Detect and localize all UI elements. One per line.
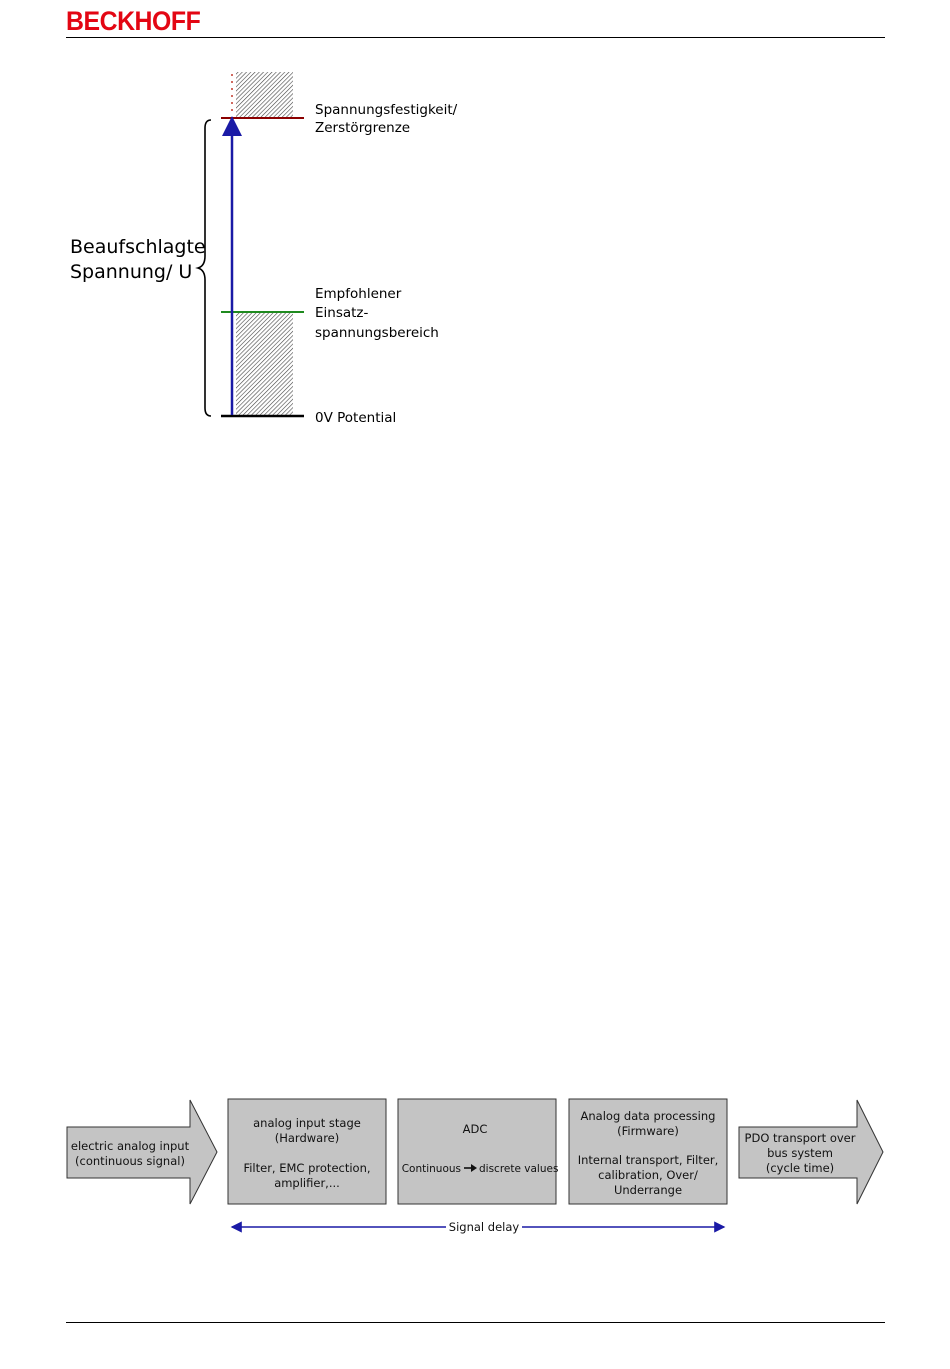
voltage-diagram: Beaufschlagte Spannung/ U Spannungsfesti… bbox=[70, 72, 458, 426]
stage1-line1: analog input stage bbox=[253, 1116, 361, 1130]
analog-input-stage-box bbox=[227, 1098, 387, 1205]
pdo-transport-arrow bbox=[738, 1099, 884, 1205]
stage1-line4: amplifier,... bbox=[274, 1176, 340, 1190]
withstand-label-line1: Spannungsfestigkeit/ bbox=[315, 102, 458, 118]
beckhoff-logo: BECKHOFF bbox=[66, 6, 201, 36]
stage3-line1: Analog data processing bbox=[581, 1109, 716, 1123]
input-line1: electric analog input bbox=[71, 1139, 190, 1153]
recommended-label-line2: Einsatz- bbox=[315, 305, 369, 321]
recommended-label-line1: Empfohlener bbox=[315, 286, 402, 302]
stage3-line2: (Firmware) bbox=[617, 1124, 679, 1138]
destruction-zone-hatch bbox=[236, 72, 293, 118]
zero-label: 0V Potential bbox=[315, 410, 396, 426]
stage3-line3: Internal transport, Filter, bbox=[578, 1153, 719, 1167]
adc-title: ADC bbox=[463, 1122, 488, 1136]
output-line3: (cycle time) bbox=[766, 1161, 834, 1175]
adc-to: discrete values bbox=[479, 1163, 558, 1175]
axis-label-line1: Beaufschlagte bbox=[70, 236, 206, 258]
adc-arrow-head-icon bbox=[471, 1164, 477, 1172]
voltage-brace bbox=[195, 119, 212, 417]
analog-data-processing-box bbox=[568, 1098, 728, 1205]
output-line1: PDO transport over bbox=[745, 1131, 856, 1145]
stage3-line4: calibration, Over/ bbox=[598, 1168, 698, 1182]
stage1-line2: (Hardware) bbox=[275, 1131, 340, 1145]
output-line2: bus system bbox=[767, 1146, 833, 1160]
input-signal-arrow bbox=[66, 1099, 218, 1205]
recommended-label-line3: spannungsbereich bbox=[315, 325, 439, 341]
signal-delay-label: Signal delay bbox=[449, 1220, 520, 1234]
recommended-zone-hatch bbox=[236, 312, 293, 416]
footer-rule bbox=[66, 1322, 885, 1323]
input-line2: (continuous signal) bbox=[75, 1154, 185, 1168]
withstand-label-line2: Zerstörgrenze bbox=[315, 120, 410, 136]
stage3-line5: Underrange bbox=[614, 1183, 682, 1197]
adc-box bbox=[397, 1098, 557, 1205]
adc-from: Continuous bbox=[402, 1163, 461, 1175]
header-rule bbox=[66, 37, 885, 38]
axis-label-line2: Spannung/ U bbox=[70, 261, 192, 283]
stage1-line3: Filter, EMC protection, bbox=[243, 1161, 370, 1175]
